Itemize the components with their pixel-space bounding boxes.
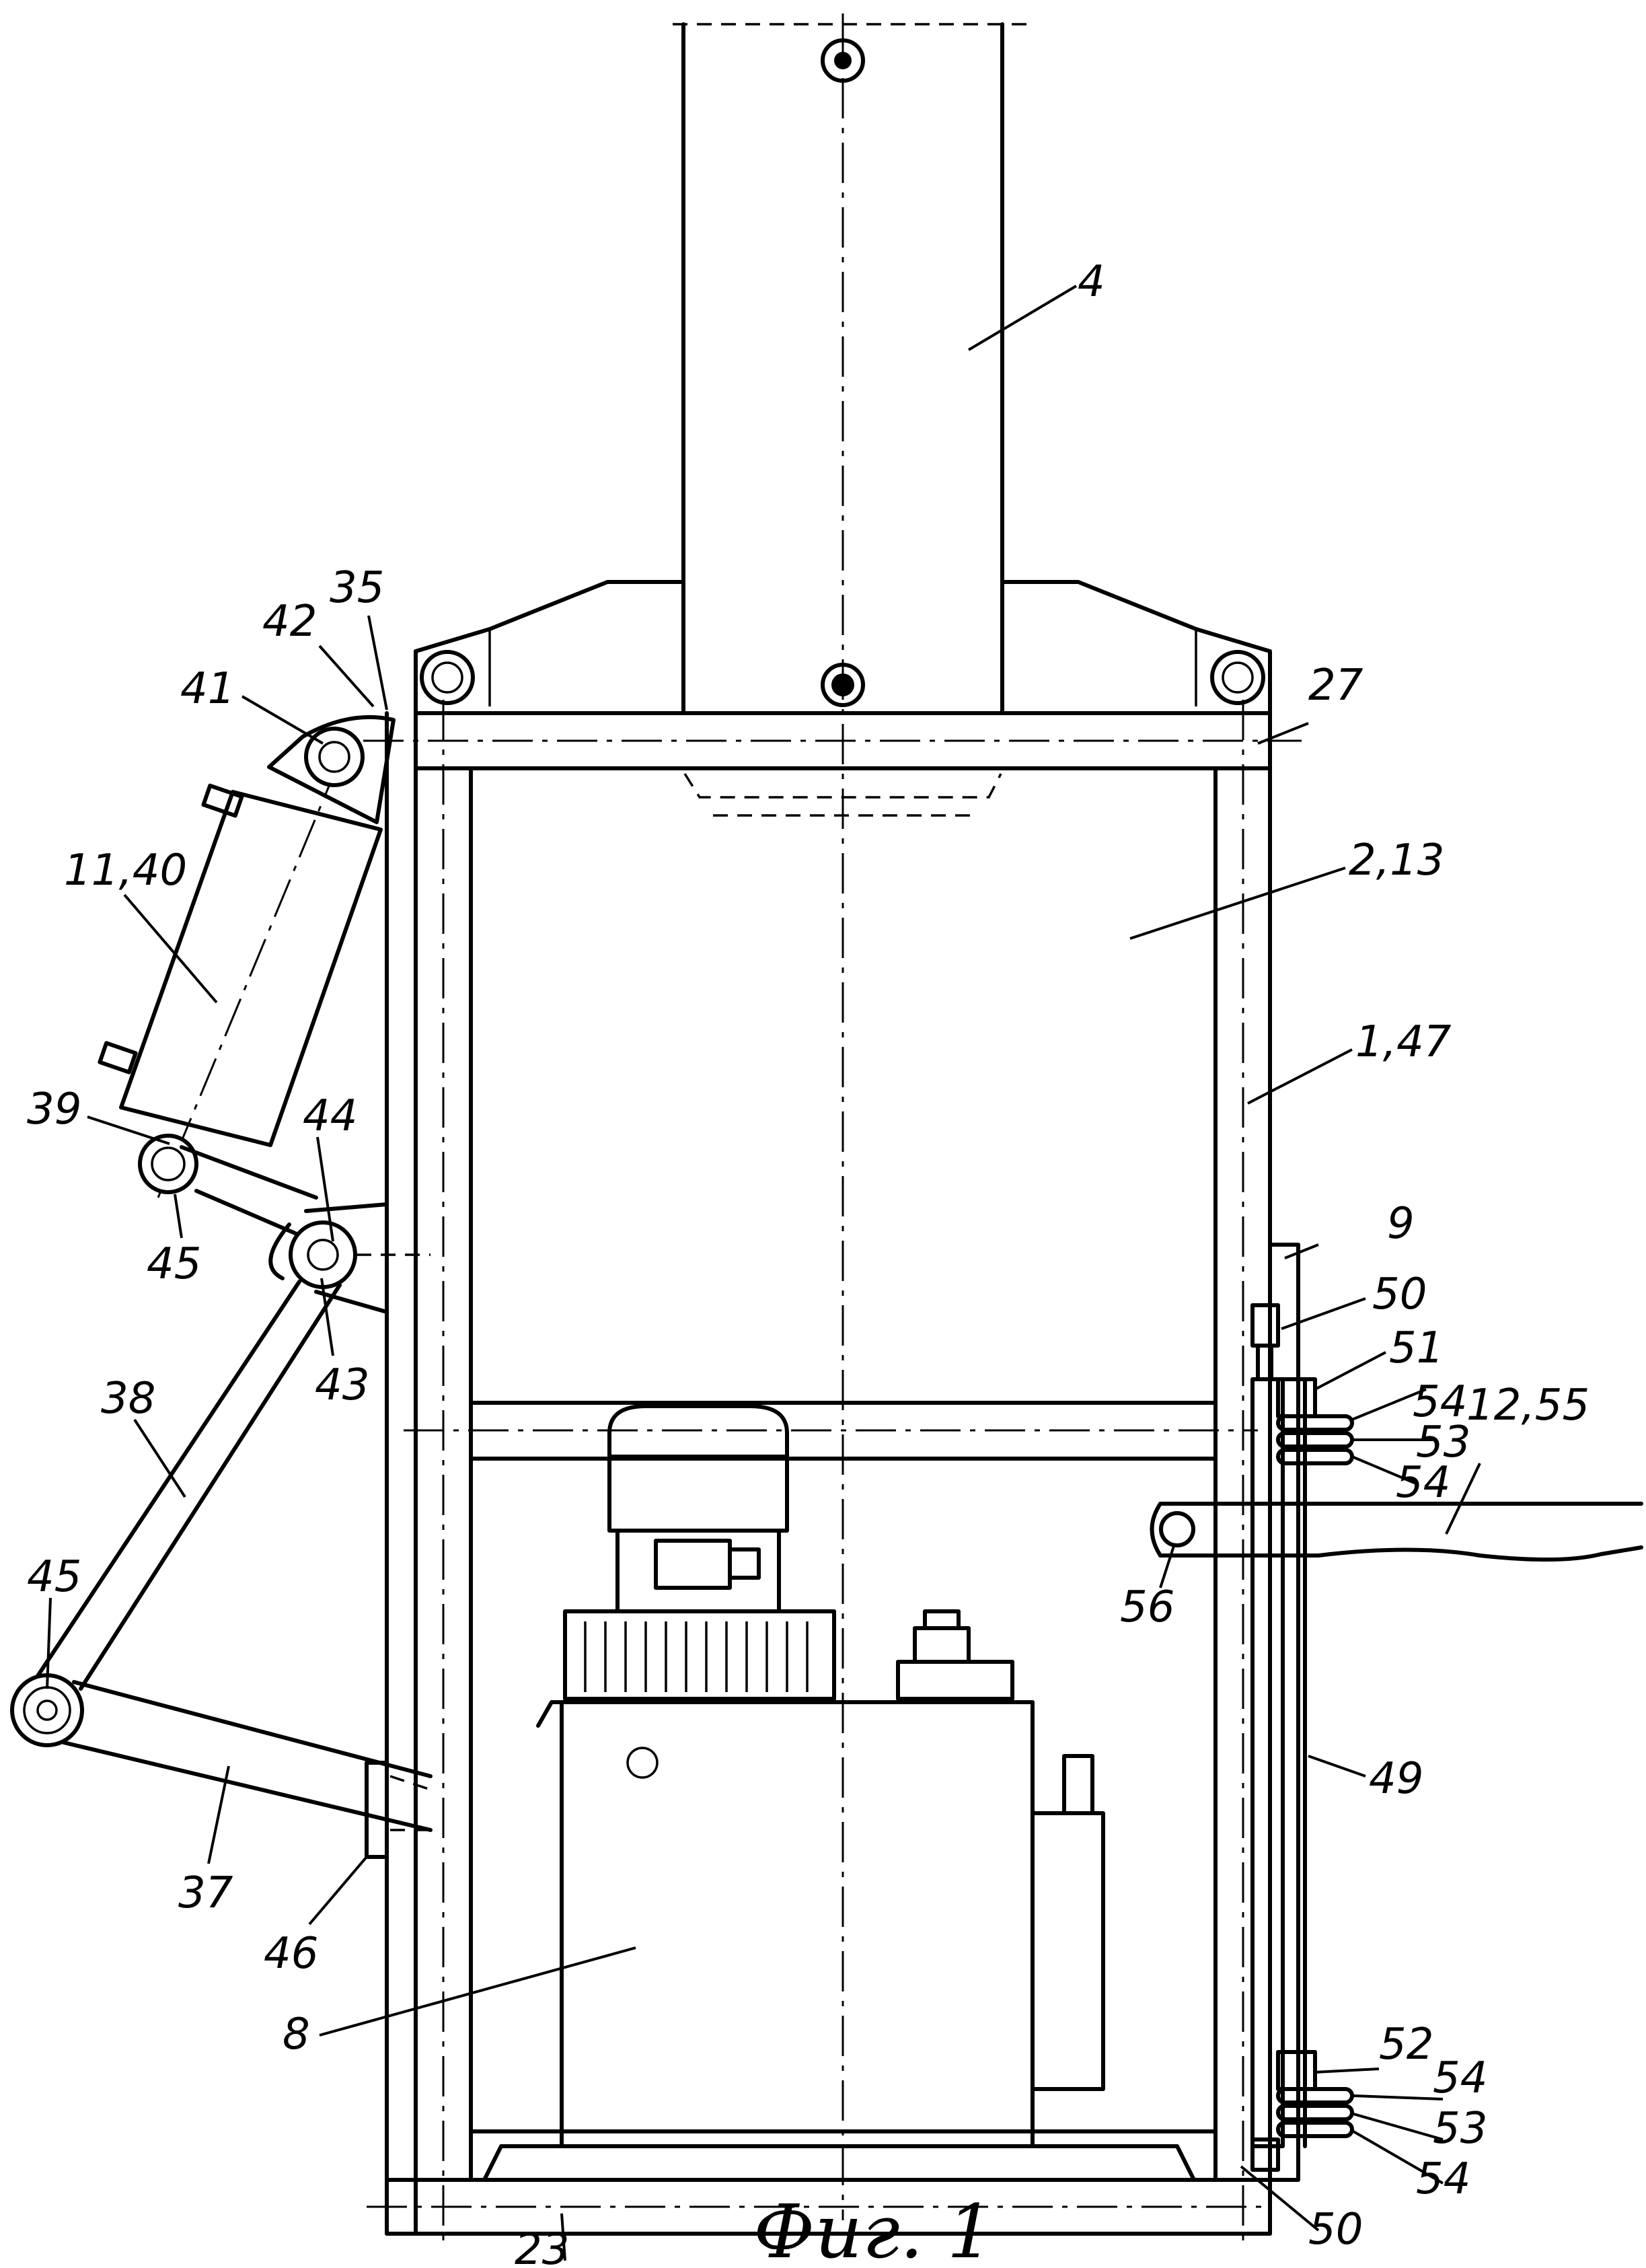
label-53-b: 53 (1433, 2104, 1487, 2154)
label-38: 38 (101, 1374, 155, 1424)
label-52: 52 (1379, 2020, 1433, 2070)
frame-1-47 (363, 700, 1302, 2240)
reference-labels: 4 2,13 1,47 27 35 42 41 11,40 39 44 45 4… (27, 257, 1589, 2268)
label-39: 39 (27, 1085, 81, 1134)
label-45-lower: 45 (27, 1552, 81, 1602)
label-51: 51 (1389, 1323, 1444, 1373)
label-41: 41 (180, 664, 235, 714)
label-35: 35 (330, 563, 384, 613)
lever-linkage (12, 1147, 431, 1857)
label-8: 8 (283, 2010, 310, 2059)
label-23: 23 (515, 2225, 569, 2268)
label-49: 49 (1369, 1754, 1423, 1804)
label-54-c: 54 (1433, 2053, 1487, 2103)
label-42: 42 (262, 597, 317, 647)
label-1-47: 1,47 (1355, 1017, 1452, 1067)
figure-caption: Фиг. 1 (753, 2189, 994, 2268)
label-44: 44 (303, 1091, 357, 1141)
label-12-55: 12,55 (1466, 1381, 1589, 1430)
hydraulic-station-8 (484, 1406, 1194, 2180)
label-11-40: 11,40 (64, 846, 187, 895)
label-27: 27 (1308, 661, 1363, 710)
label-2-13: 2,13 (1349, 836, 1445, 885)
label-37: 37 (178, 1868, 233, 1918)
label-50-lower: 50 (1308, 2205, 1363, 2255)
label-43: 43 (315, 1360, 369, 1410)
label-56: 56 (1120, 1582, 1174, 1632)
label-54-d: 54 (1416, 2154, 1470, 2204)
label-46: 46 (264, 1929, 318, 1979)
leader-lines (47, 286, 1480, 2261)
label-50-upper: 50 (1372, 1270, 1427, 1319)
label-9: 9 (1387, 1199, 1415, 1249)
column-4 (673, 24, 1029, 713)
label-45-upper: 45 (147, 1239, 201, 1289)
label-54-b: 54 (1396, 1458, 1450, 1508)
label-4: 4 (1078, 257, 1105, 307)
